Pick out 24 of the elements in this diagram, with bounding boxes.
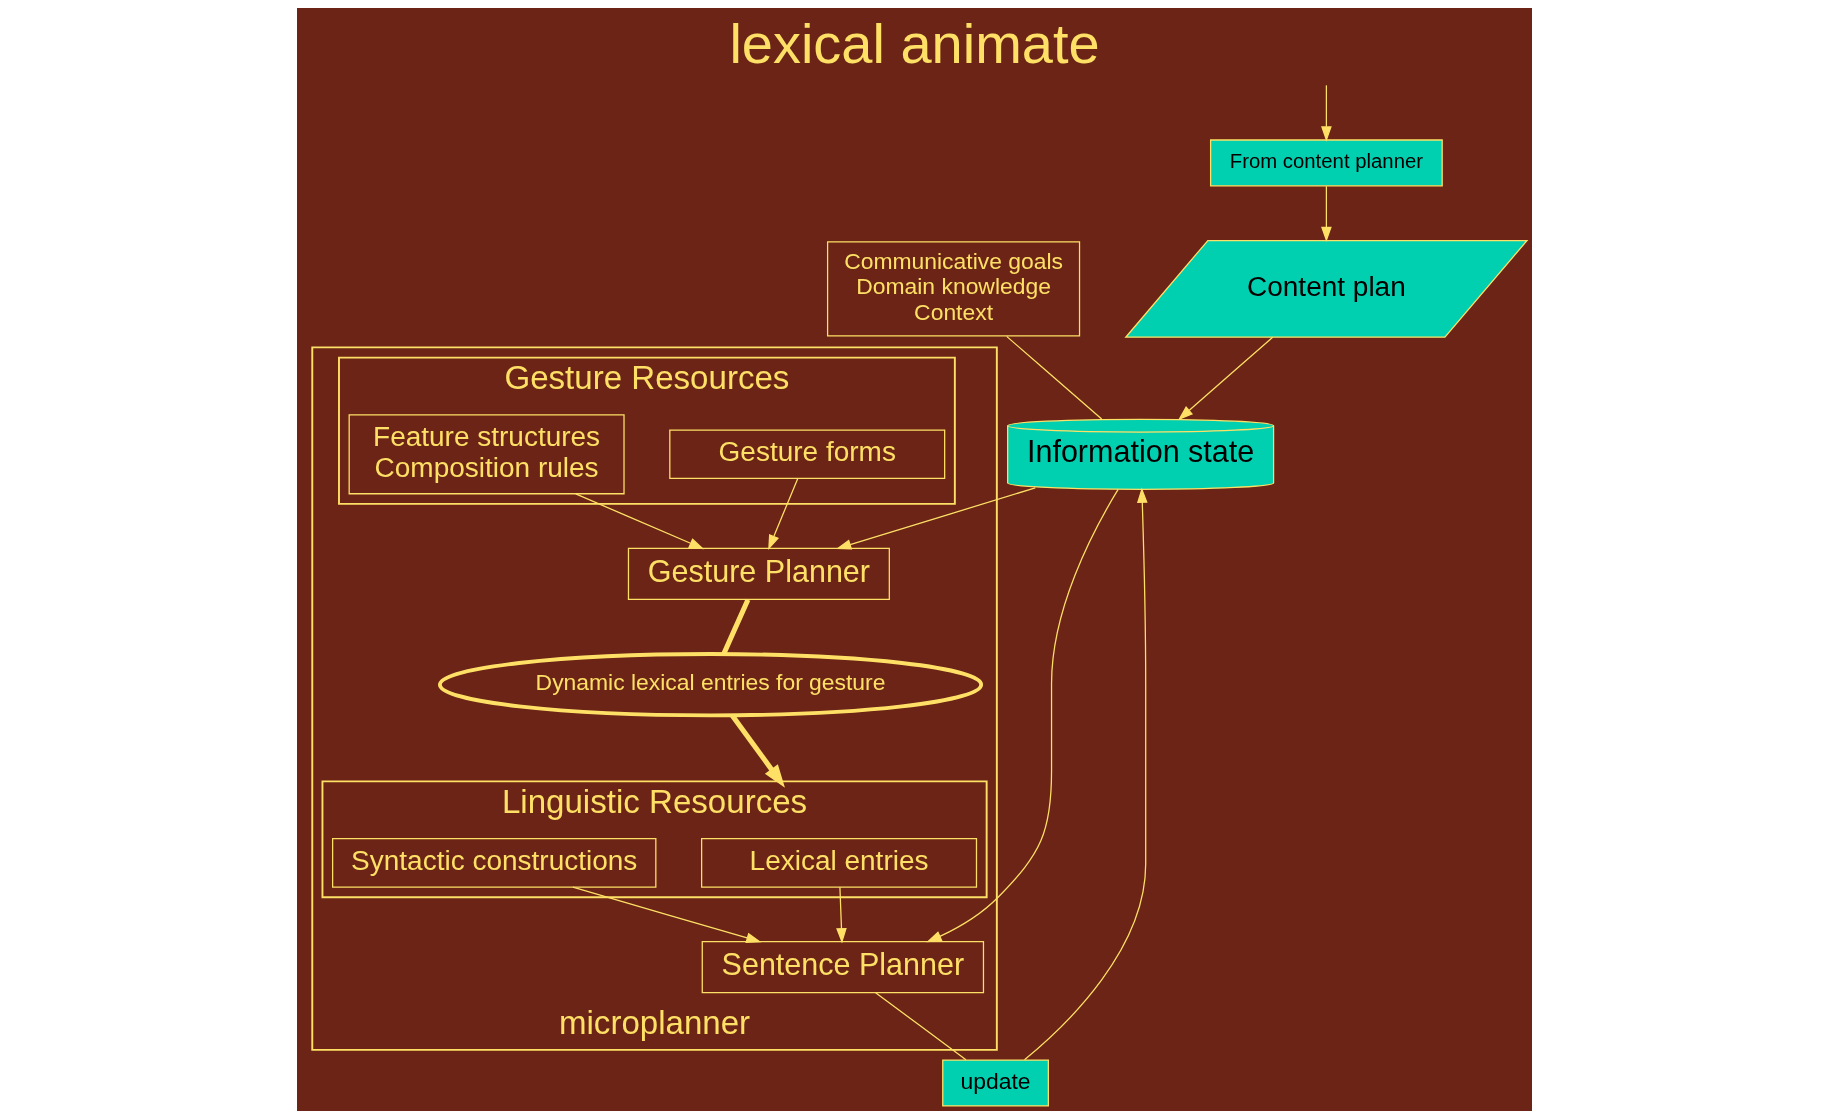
node-box: update bbox=[942, 1059, 1049, 1107]
diagram-title: lexical animate bbox=[729, 12, 1100, 75]
arrow bbox=[836, 886, 847, 944]
arrow bbox=[926, 488, 1119, 943]
connector bbox=[721, 598, 751, 655]
node-box: Communicative goals Domain knowledge Context bbox=[826, 241, 1081, 337]
node-box: Gesture forms bbox=[669, 429, 946, 480]
connector bbox=[875, 992, 967, 1061]
arrow bbox=[836, 487, 1036, 550]
arrow bbox=[1023, 487, 1148, 1061]
connector bbox=[1006, 335, 1103, 420]
arrow bbox=[575, 493, 705, 550]
node-box: From content planner bbox=[1209, 139, 1443, 187]
node-box: Gesture Planner bbox=[627, 547, 890, 600]
arrow bbox=[572, 886, 762, 943]
node-box: Lexical entries bbox=[701, 838, 978, 888]
node-box: Feature structures Composition rules bbox=[348, 414, 625, 495]
arrow bbox=[768, 478, 799, 551]
node-ellipse: Dynamic lexical entries for gesture bbox=[438, 652, 984, 718]
arrow bbox=[1178, 336, 1274, 421]
arrow bbox=[1321, 185, 1332, 243]
node-box: Sentence Planner bbox=[701, 941, 985, 994]
node-box: Syntactic constructions bbox=[332, 838, 657, 888]
arrow bbox=[1321, 84, 1332, 142]
